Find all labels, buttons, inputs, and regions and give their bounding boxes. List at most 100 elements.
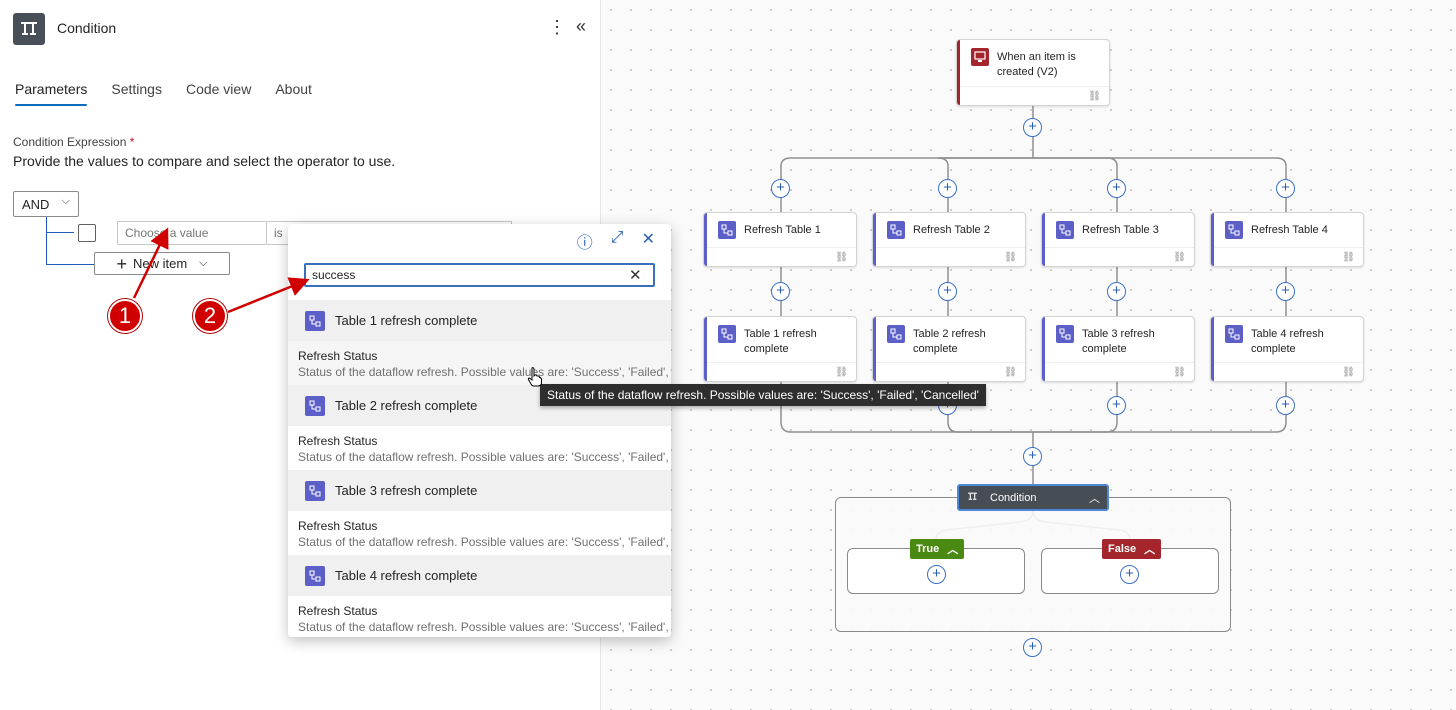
condition-node[interactable]: Condition ︿: [957, 484, 1109, 511]
node-accent: [873, 317, 876, 381]
list-item[interactable]: Refresh Status Status of the dataflow re…: [288, 426, 671, 470]
refresh-table-node[interactable]: Refresh Table 3 ⛓: [1041, 212, 1195, 267]
tree-connector: [46, 217, 47, 264]
chevron-double-left-icon[interactable]: «: [576, 16, 587, 36]
add-step-button[interactable]: +: [1107, 282, 1126, 301]
flow-canvas[interactable]: When an item is created (V2) ⛓ + + + + +…: [601, 0, 1456, 710]
expand-icon[interactable]: ⤢: [610, 229, 624, 246]
chevron-down-icon: ⌵: [61, 195, 70, 207]
refresh-complete-label: Table 4 refresh complete: [1251, 328, 1324, 355]
dataflow-icon: [305, 395, 325, 416]
link-icon: ⛓: [1342, 367, 1355, 378]
add-step-button[interactable]: +: [1107, 396, 1126, 415]
refresh-table-node[interactable]: Refresh Table 1 ⛓: [703, 212, 857, 267]
refresh-table-label: Refresh Table 1: [744, 224, 821, 236]
condition-node-label: Condition: [990, 491, 1037, 504]
refresh-complete-node[interactable]: Table 3 refresh complete ⛓: [1041, 316, 1195, 382]
tab-parameters[interactable]: Parameters: [15, 81, 88, 106]
true-branch-tag[interactable]: True︿: [910, 539, 965, 559]
search-input[interactable]: [304, 263, 655, 287]
choose-value-input[interactable]: [117, 221, 267, 245]
add-step-button[interactable]: +: [1023, 638, 1042, 657]
refresh-table-label: Refresh Table 3: [1082, 224, 1159, 236]
add-step-button[interactable]: +: [938, 179, 957, 198]
link-icon: ⛓: [1173, 367, 1186, 378]
node-divider: [1045, 247, 1194, 248]
add-step-button[interactable]: +: [1276, 282, 1295, 301]
dataflow-icon: [1225, 221, 1243, 239]
add-step-button[interactable]: +: [1023, 447, 1042, 466]
dataflow-icon: [305, 565, 325, 586]
sharepoint-icon: [971, 48, 989, 66]
chevron-up-icon: ︿: [1144, 544, 1156, 556]
node-accent: [704, 213, 707, 266]
trigger-label: When an item is created (V2): [997, 51, 1076, 78]
row-checkbox[interactable]: [78, 224, 96, 242]
node-accent: [957, 40, 960, 105]
refresh-table-node[interactable]: Refresh Table 4 ⛓: [1210, 212, 1364, 267]
chevron-down-icon: ⌵: [199, 257, 208, 269]
tree-connector: [46, 264, 94, 265]
dataflow-icon: [1056, 221, 1074, 239]
close-icon[interactable]: ✕: [641, 231, 655, 248]
node-accent: [704, 317, 707, 381]
node-divider: [707, 247, 856, 248]
node-divider: [876, 247, 1025, 248]
panel-title: Condition: [57, 20, 117, 36]
chevron-up-icon[interactable]: ︿: [1089, 493, 1100, 505]
link-icon: ⛓: [835, 367, 848, 378]
annotation-badge: 1: [108, 299, 142, 333]
node-accent: [1211, 317, 1214, 381]
refresh-table-label: Refresh Table 2: [913, 224, 990, 236]
node-divider: [960, 86, 1109, 87]
refresh-complete-label: Table 1 refresh complete: [744, 328, 817, 355]
add-step-button[interactable]: +: [1276, 179, 1295, 198]
link-icon: ⛓: [835, 252, 848, 263]
plus-icon: +: [116, 253, 127, 274]
add-step-button[interactable]: +: [771, 282, 790, 301]
dataflow-icon: [1225, 325, 1243, 343]
refresh-table-label: Refresh Table 4: [1251, 224, 1328, 236]
group-operator-select[interactable]: AND ⌵: [13, 191, 79, 217]
link-icon: ⛓: [1088, 91, 1101, 102]
group-header-table-1[interactable]: Table 1 refresh complete: [288, 300, 671, 341]
list-item[interactable]: Refresh Status Status of the dataflow re…: [288, 596, 671, 637]
add-step-button[interactable]: +: [1107, 179, 1126, 198]
link-icon: ⛓: [1004, 367, 1017, 378]
more-vertical-icon[interactable]: ⋮: [548, 17, 566, 37]
refresh-table-node[interactable]: Refresh Table 2 ⛓: [872, 212, 1026, 267]
list-item[interactable]: Refresh Status Status of the dataflow re…: [288, 341, 671, 385]
refresh-complete-node[interactable]: Table 1 refresh complete ⛓: [703, 316, 857, 382]
add-step-button[interactable]: +: [1023, 118, 1042, 137]
add-step-button[interactable]: +: [1120, 565, 1139, 584]
false-branch-tag[interactable]: False︿: [1102, 539, 1162, 559]
tab-settings[interactable]: Settings: [111, 81, 162, 97]
group-header-table-3[interactable]: Table 3 refresh complete: [288, 470, 671, 511]
tab-about[interactable]: About: [275, 81, 312, 97]
add-step-button[interactable]: +: [938, 282, 957, 301]
add-step-button[interactable]: +: [771, 179, 790, 198]
group-header-table-4[interactable]: Table 4 refresh complete: [288, 555, 671, 596]
dynamic-content-popup: ⓘ ⤢ ✕ ✕ Table 1 refresh complete Refresh…: [288, 224, 671, 637]
node-divider: [1214, 247, 1363, 248]
group-operator-value: AND: [22, 196, 50, 212]
add-step-button[interactable]: +: [927, 565, 946, 584]
tab-code-view[interactable]: Code view: [185, 81, 252, 97]
refresh-complete-node[interactable]: Table 2 refresh complete ⛓: [872, 316, 1026, 382]
info-icon[interactable]: ⓘ: [576, 235, 593, 252]
hand-cursor-icon: [527, 367, 542, 387]
node-accent: [1042, 213, 1045, 266]
list-item[interactable]: Refresh Status Status of the dataflow re…: [288, 511, 671, 555]
new-item-button[interactable]: + New item ⌵: [94, 252, 230, 275]
clear-icon[interactable]: ✕: [629, 267, 642, 284]
trigger-node[interactable]: When an item is created (V2) ⛓: [956, 39, 1110, 106]
refresh-complete-node[interactable]: Table 4 refresh complete ⛓: [1210, 316, 1364, 382]
dataflow-icon: [718, 325, 736, 343]
dataflow-icon: [887, 221, 905, 239]
annotation-badge: 2: [193, 299, 227, 333]
add-step-button[interactable]: +: [1276, 396, 1295, 415]
dataflow-icon: [305, 480, 325, 501]
node-accent: [1211, 213, 1214, 266]
node-divider: [876, 362, 1025, 363]
node-divider: [1214, 362, 1363, 363]
